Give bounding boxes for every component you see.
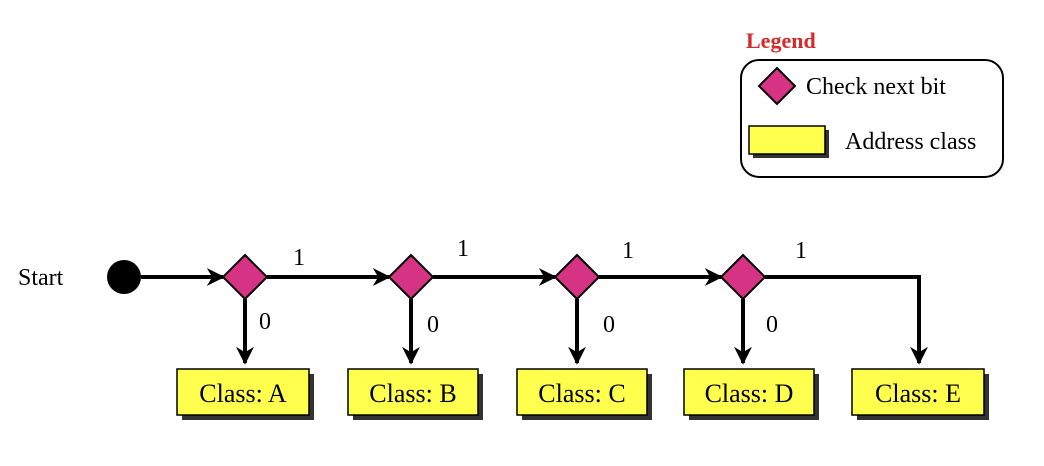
branch-1-label: 1 [457,236,469,262]
legend-diamond-icon [757,66,797,106]
branch-1-label: 1 [293,245,305,271]
class-d-label: Class: D [705,379,794,408]
edge-d4-to-class-e [765,275,928,365]
start-label: Start [18,265,64,291]
branch-0-label: 0 [766,312,778,338]
class-box-c: Class: C [516,368,652,420]
branch-0-label: 0 [603,312,615,338]
class-e-label: Class: E [875,379,961,408]
decision-diamond-2 [387,253,435,301]
legend-class-box-icon [748,125,826,155]
class-c-label: Class: C [538,379,625,408]
legend-title: Legend [746,28,816,53]
branch-1-label: 1 [795,238,807,264]
legend-check-label: Check next bit [806,74,946,100]
branch-1-label: 1 [622,238,634,264]
branch-0-label: 0 [427,312,439,338]
class-a-label: Class: A [199,379,287,408]
start-node [107,260,141,294]
class-box-b: Class: B [347,368,483,420]
class-b-label: Class: B [369,379,456,408]
decision-diamond-1 [221,253,269,301]
legend-class-label: Address class [845,129,976,155]
branch-0-label: 0 [259,309,271,335]
class-box-d: Class: D [683,368,819,420]
decision-diamond-3 [553,253,601,301]
decision-diamond-4 [719,253,767,301]
class-box-e: Class: E [851,368,989,420]
class-box-a: Class: A [176,368,314,420]
